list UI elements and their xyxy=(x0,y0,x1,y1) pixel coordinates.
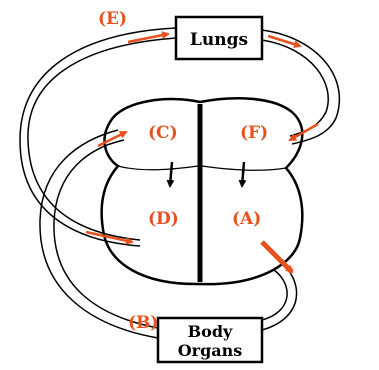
organs-label: Organs xyxy=(178,341,243,360)
marker-d: (D) xyxy=(148,209,179,229)
body-label: Body xyxy=(188,322,233,341)
marker-c: (C) xyxy=(148,123,178,143)
marker-e: (E) xyxy=(98,9,127,29)
marker-a: (A) xyxy=(232,209,261,229)
marker-b: (B) xyxy=(128,313,158,333)
vessel-to-body-inner xyxy=(262,270,287,320)
lungs-label: Lungs xyxy=(190,30,248,50)
marker-f: (F) xyxy=(240,123,268,143)
flow-arrow-from-lungs xyxy=(268,36,300,46)
